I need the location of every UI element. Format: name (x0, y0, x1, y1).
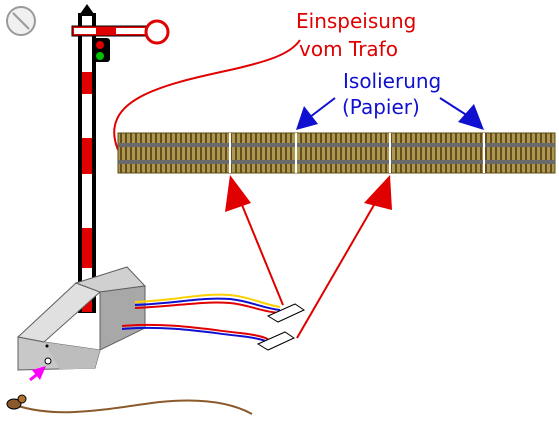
insulation-arrow-left (296, 97, 336, 130)
insulation-arrow-right (439, 97, 484, 130)
connection-arrow-right (296, 175, 392, 339)
supply-cable (6, 394, 253, 415)
cable-lower (121, 323, 269, 344)
connector-upper (266, 303, 306, 323)
feed-label-line2: vom Trafo (299, 37, 398, 61)
insulation-label-line2: (Papier) (342, 95, 420, 119)
cable-upper (134, 293, 281, 314)
insulation-label-line1: Isolierung (343, 69, 441, 93)
feed-label-line1: Einspeisung (296, 9, 416, 33)
feed-wire (113, 39, 301, 151)
signal-arm (71, 19, 170, 45)
crossed-circle-icon (6, 6, 36, 36)
signal-base (16, 266, 147, 371)
connection-arrow-left (225, 175, 284, 306)
signal-lamps (92, 38, 110, 62)
input-arrow (29, 366, 46, 382)
connector-lower (256, 331, 296, 351)
track (117, 132, 556, 174)
